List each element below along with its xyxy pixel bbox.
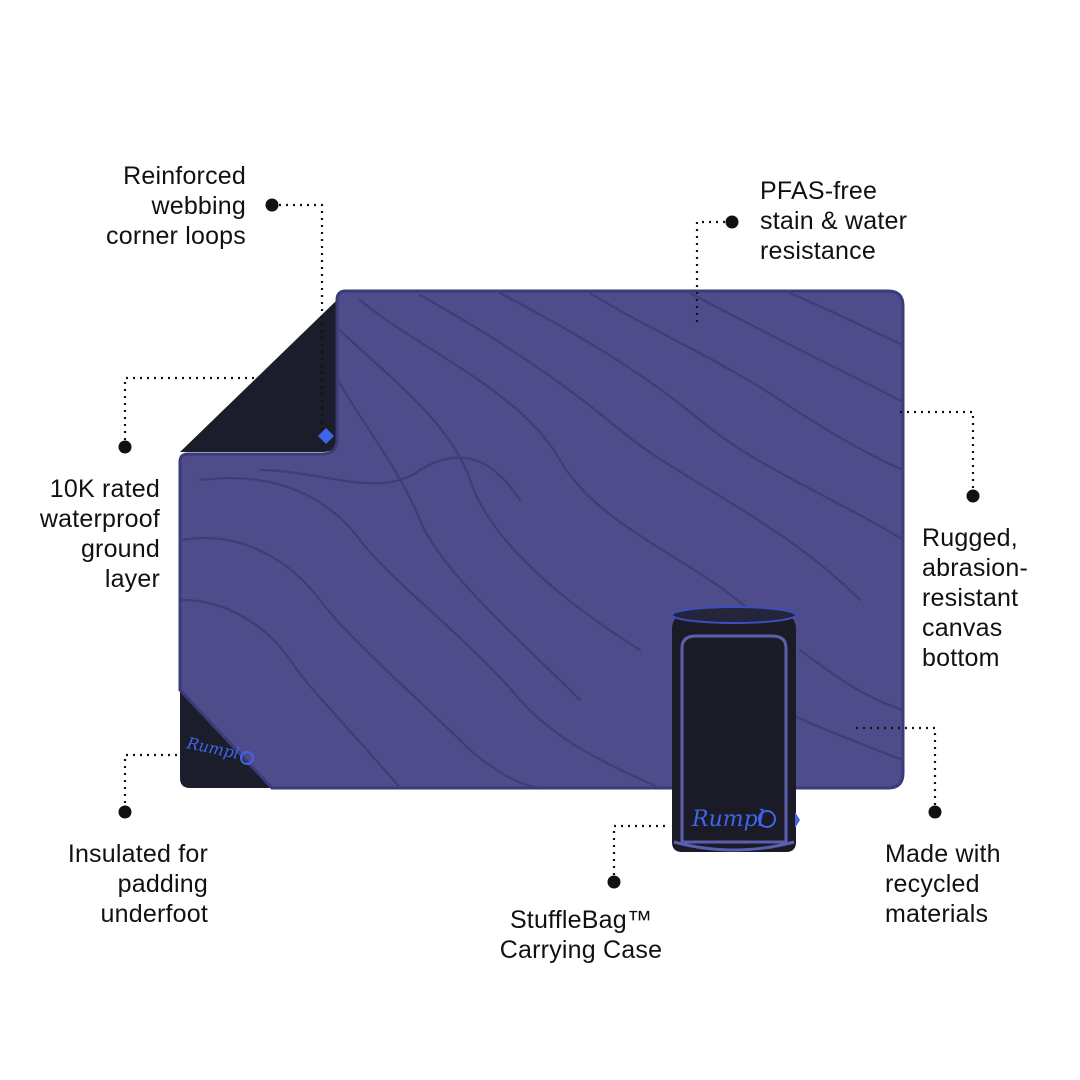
corner-loop-tab-top [318, 428, 334, 444]
svg-text:Rumpl: Rumpl [691, 807, 765, 832]
label-canvas-bottom: Rugged, abrasion- resistant canvas botto… [922, 524, 1029, 672]
leader-dots [118, 198, 980, 889]
label-pfas-free: PFAS-free stain & water resistance [760, 177, 908, 265]
stufflebag: Rumpl [671, 606, 800, 852]
label-corner-loops: Reinforced webbing corner loops [106, 162, 246, 250]
label-insulated: Insulated for padding underfoot [67, 840, 208, 928]
leader-lines [123, 203, 975, 882]
label-waterproof-layer: 10K rated waterproof ground layer [39, 475, 160, 593]
label-stufflebag: StuffleBag™ Carrying Case [499, 906, 663, 964]
label-recycled: Made with recycled materials [885, 840, 1001, 928]
